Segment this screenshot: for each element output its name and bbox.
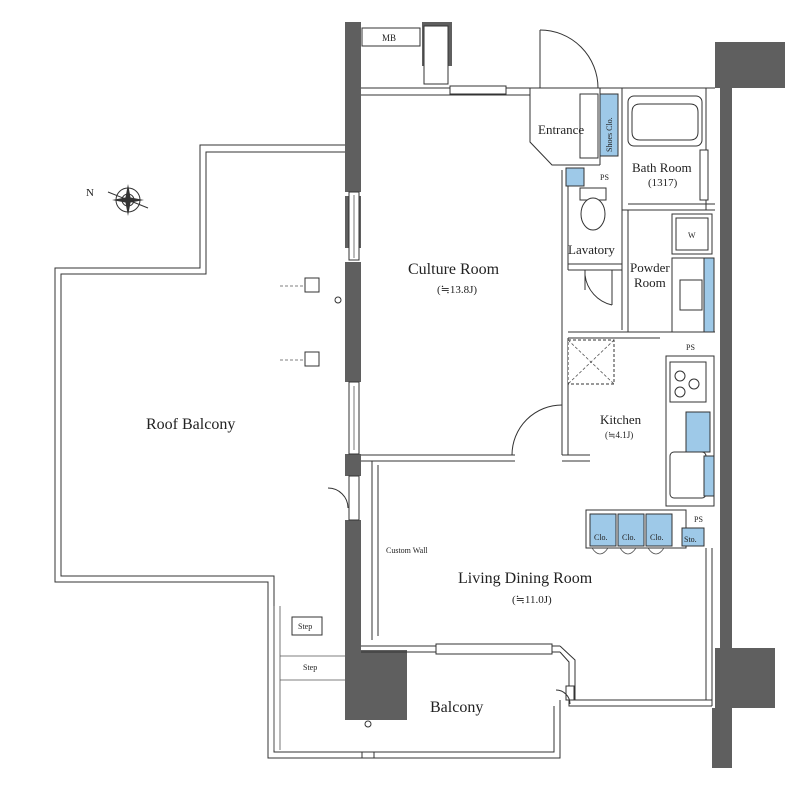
- washer-label: W: [688, 231, 696, 240]
- compass-icon: N: [86, 184, 149, 216]
- culture-room-area: (≒13.8J): [437, 284, 477, 296]
- closet-2-label: Clo.: [622, 533, 636, 542]
- custom-wall-label: Custom Wall: [386, 546, 428, 555]
- bath-room-label: Bath Room: [632, 160, 692, 175]
- shoes-closet-label: Shoes Clo.: [605, 117, 614, 152]
- living-dining-area: (≒11.0J): [512, 594, 552, 606]
- ps-kitchen-label: PS: [686, 343, 695, 352]
- mb-label: MB: [382, 33, 396, 43]
- vanity-sink: [671, 257, 715, 333]
- storage-label: Sto.: [684, 535, 697, 544]
- kitchen-label: Kitchen: [600, 412, 642, 427]
- powder-room-label-1: Powder: [630, 260, 670, 275]
- shoes-closet: Shoes Clo.: [579, 93, 619, 159]
- west-windows: [348, 191, 360, 521]
- kitchen-counter: PS: [665, 343, 715, 507]
- step-1-label: Step: [298, 622, 312, 631]
- exterior-walls: [345, 22, 785, 768]
- compass-north-label: N: [86, 187, 94, 199]
- culture-room-label: Culture Room: [408, 261, 500, 278]
- powder-room-label-2: Room: [634, 275, 666, 290]
- roof-balcony-label: Roof Balcony: [146, 416, 235, 433]
- closet-1-label: Clo.: [594, 533, 608, 542]
- entrance-label: Entrance: [538, 122, 584, 137]
- ps-top-label: PS: [600, 173, 609, 182]
- closet-3-label: Clo.: [650, 533, 664, 542]
- living-dining-label: Living Dining Room: [458, 570, 593, 587]
- step-2-label: Step: [303, 663, 317, 672]
- doors: [327, 29, 613, 728]
- kitchen-pantry: [567, 339, 615, 385]
- steps: Step Step: [291, 616, 323, 672]
- toilet: PS: [565, 167, 609, 231]
- drain-symbols: [280, 277, 320, 367]
- ps-living-label: PS: [694, 515, 703, 524]
- living-closets: Clo. Clo. Clo. Sto. PS: [585, 509, 705, 555]
- bath-room-size: (1317): [648, 177, 678, 189]
- roof-balcony-outline: [54, 144, 561, 759]
- kitchen-area: (≒4.1J): [605, 430, 633, 440]
- balcony-label: Balcony: [430, 699, 483, 716]
- washer: W: [671, 213, 713, 255]
- room-labels: Culture Room (≒13.8J) Entrance Bath Room…: [146, 122, 692, 716]
- lavatory-label: Lavatory: [568, 242, 615, 257]
- mb-box: MB: [361, 25, 449, 85]
- bath-tub: [627, 95, 709, 201]
